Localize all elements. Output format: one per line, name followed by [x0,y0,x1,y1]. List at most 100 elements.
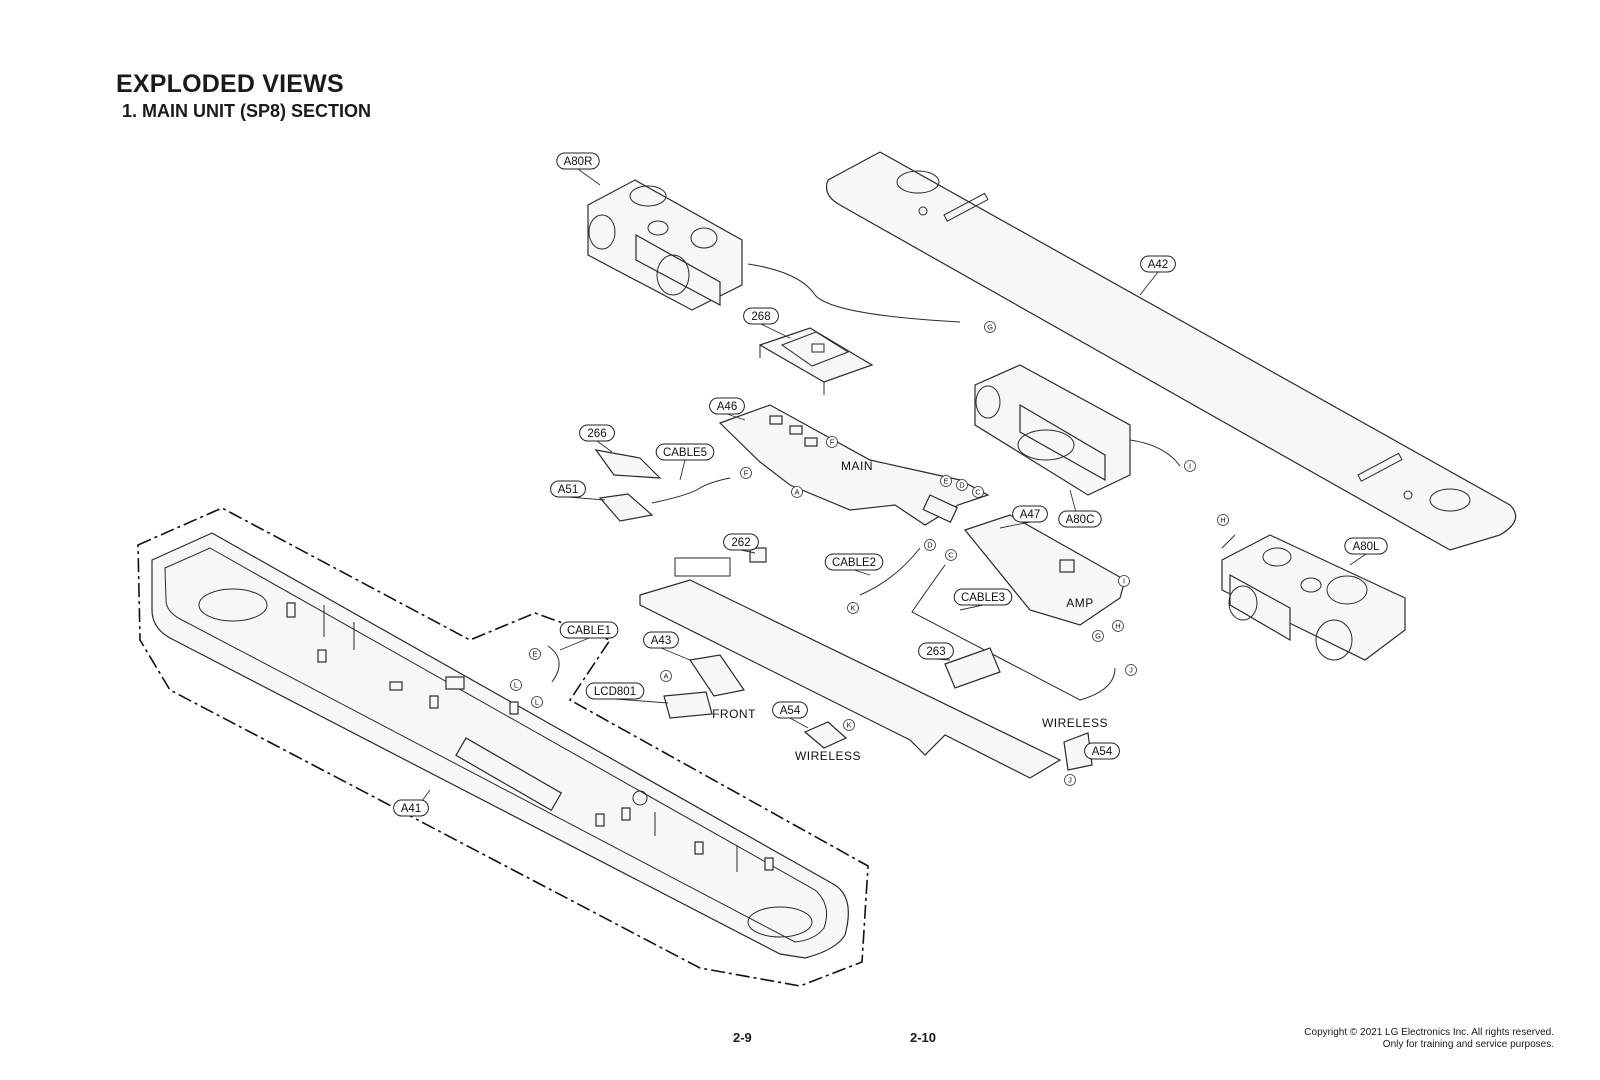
connector-label: H [1220,516,1225,525]
callout-leader [559,637,590,651]
amp-connector [1059,559,1075,573]
front-board-part [688,654,746,697]
callout-box [559,621,619,639]
connector-label: E [532,650,537,659]
cable1-part [547,645,560,683]
connector-circle [1064,774,1076,786]
page-number-right: 2-10 [910,1030,937,1045]
callout-leader [660,647,691,661]
connector-label: L [535,698,539,707]
part-263 [944,647,1001,689]
callout-label: 262 [731,537,750,549]
lcd801-part [663,691,713,719]
connector-label: C [948,551,954,560]
copyright-notice: Copyright © 2021 LG Electronics Inc. All… [1304,1027,1554,1051]
callout-leader [853,569,871,576]
callout-label: 263 [926,646,945,658]
callout-label: CABLE3 [961,592,1005,604]
callout-label: A80C [1066,514,1095,526]
callout-label: 266 [587,428,606,440]
connector-circle [972,486,984,498]
part-266 [594,449,662,479]
callout-leader [999,521,1031,529]
connector-circle [510,679,522,691]
connector-label: D [959,481,965,490]
page-number-left: 2-9 [733,1030,752,1045]
top-plate-part [825,151,1517,551]
connector-label: K [850,604,855,613]
callout-label: CABLE1 [567,625,611,637]
connector-label: G [1095,632,1101,641]
callout-box [556,152,600,170]
connector-circle [740,467,752,479]
speaker-left-part [1221,534,1406,661]
callout-box [1084,742,1120,760]
callout-leader [596,440,613,453]
connector-circle [1112,620,1124,632]
connector-circle [826,436,838,448]
callout-label: A80L [1353,541,1380,553]
callout-label: A43 [651,635,671,647]
connector-label: C [975,488,981,497]
callout-box [1344,537,1388,555]
callout-box [1058,510,1102,528]
connector-label: F [744,469,749,478]
connector-circle [660,670,672,682]
connector-label: D [927,541,933,550]
callout-label: A51 [558,484,578,496]
callout-label: 268 [751,311,770,323]
callout-label: CABLE2 [832,557,876,569]
connector-circle [956,479,968,491]
section-subtitle: 1. MAIN UNIT (SP8) SECTION [122,101,372,121]
callout-leader [614,698,669,704]
connector-circle [1125,664,1137,676]
callout-label: A54 [1092,746,1113,758]
leader-lines [410,168,1367,817]
cable5-part [651,477,731,504]
callout-label: CABLE5 [663,447,707,459]
connector-label: I [1123,577,1125,586]
connector-label: A [794,488,799,497]
speaker-center-part [974,364,1181,496]
callout-box [585,682,645,700]
connector-circle [1184,460,1196,472]
callout-leader [789,717,809,729]
copyright-line-1: Copyright © 2021 LG Electronics Inc. All… [1304,1027,1554,1038]
connector-circle [529,648,541,660]
connector-label: L [514,681,518,690]
main-board-part [718,404,990,526]
connector-circle [843,719,855,731]
connector-label: H [1115,622,1120,631]
cable2-part [859,547,921,596]
connector-circle [924,539,936,551]
callout-labels: A80RA42268A46266CABLE5A51A80CA47A80L262C… [393,152,1388,817]
callout-leader [726,413,746,421]
connector-circle [1092,630,1104,642]
connector-circle [945,549,957,561]
section-label: AMP [1066,596,1094,610]
callout-leader [959,604,984,611]
callout-label: A42 [1148,259,1168,271]
callout-box [1140,255,1176,273]
callout-box [1012,505,1048,523]
connector-label: F [830,438,835,447]
callout-leader [1349,553,1367,566]
callout-label: A54 [780,705,801,717]
connector-circle [531,696,543,708]
callout-box [723,533,759,551]
connector-label: I [1189,462,1191,471]
callout-box [393,799,429,817]
callout-leader [679,459,686,481]
callout-box [655,443,715,461]
callout-label: A80R [564,156,593,168]
wireless-module-front [803,721,848,749]
callout-box [550,480,586,498]
wireless-module-right [1063,732,1093,771]
connector-circle [847,602,859,614]
page-title: EXPLODED VIEWS [116,70,344,98]
section-label: MAIN [841,459,873,473]
callout-label: A46 [717,401,737,413]
callout-box [918,642,954,660]
